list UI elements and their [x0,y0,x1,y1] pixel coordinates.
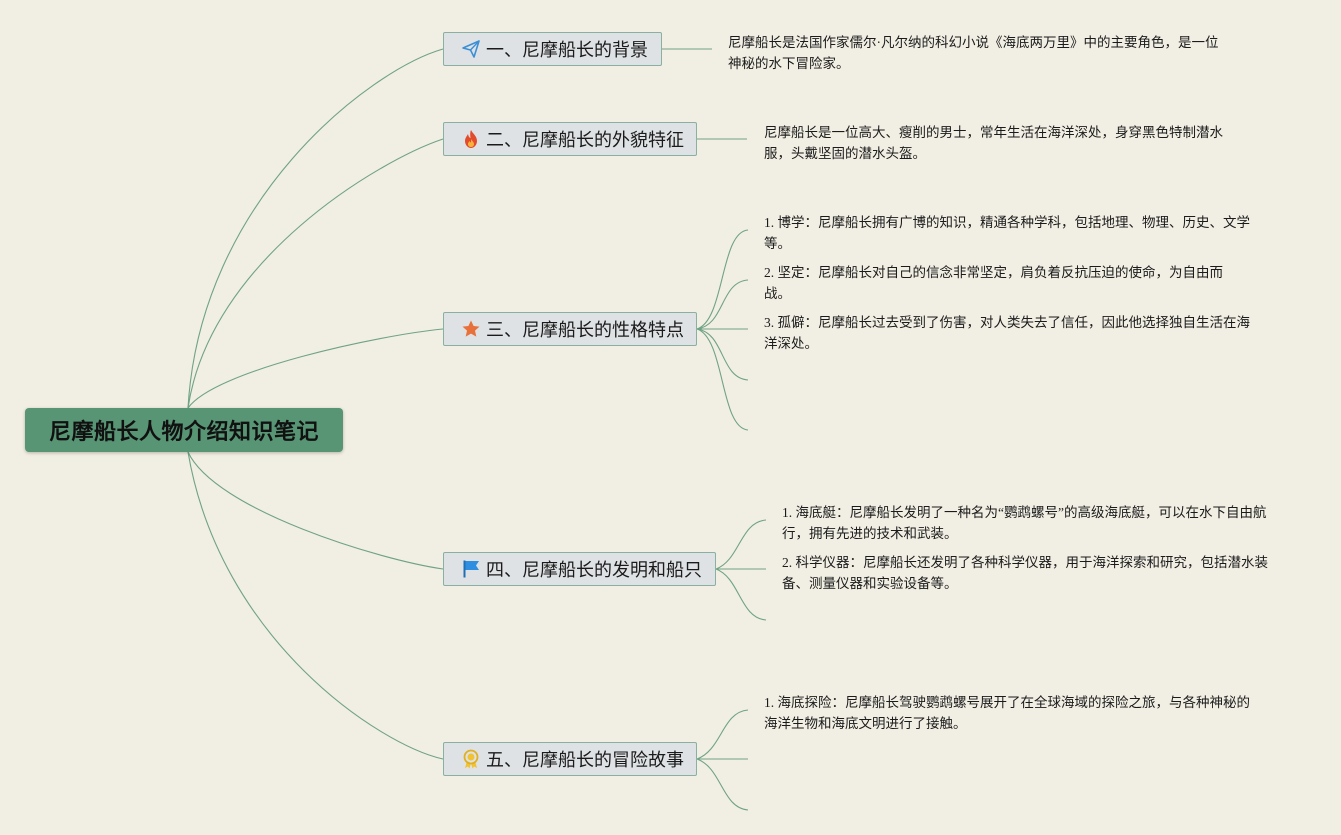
branch-5-leaf-1: 1. 海底探险：尼摩船长驾驶鹦鹉螺号展开了在全球海域的探险之旅，与各种神秘的海洋… [764,695,1250,731]
branch-3-personality[interactable]: 三、尼摩船长的性格特点 [443,312,697,346]
fire-icon [460,128,482,150]
star-icon [460,318,482,340]
connector-branch-5-leaf-1 [696,709,749,760]
connector-root-branch-1 [187,48,444,409]
flag-icon [460,558,482,580]
medal-icon [460,748,482,770]
connector-root-branch-3 [187,328,444,409]
branch-1-background[interactable]: 一、尼摩船长的背景 [443,32,662,66]
connector-branch-3-leaf-5 [696,328,749,431]
connector-branch-3-leaf-1 [696,229,749,330]
branch-2-appearance[interactable]: 二、尼摩船长的外貌特征 [443,122,697,156]
branch-3-leaf-2: 2. 坚定：尼摩船长对自己的信念非常坚定，肩负着反抗压迫的使命，为自由而战。 [764,265,1223,301]
branch-3-leaf-1: 1. 博学：尼摩船长拥有广博的知识，精通各种学科，包括地理、物理、历史、文学等。 [764,215,1250,251]
branch-4-inventions[interactable]: 四、尼摩船长的发明和船只 [443,552,716,586]
connector-root-branch-2 [187,138,444,409]
branch-4-leaf-1: 1. 海底艇：尼摩船长发明了一种名为“鹦鹉螺号”的高级海底艇，可以在水下自由航行… [782,505,1267,541]
connector-branch-3-leaf-4 [696,328,749,381]
connector-branch-4-leaf-1 [715,519,767,570]
branch-3-label: 三、尼摩船长的性格特点 [486,320,684,341]
branch-1-leaf-1: 尼摩船长是法国作家儒尔·凡尔纳的科幻小说《海底两万里》中的主要角色，是一位神秘的… [728,35,1219,71]
branch-1-label: 一、尼摩船长的背景 [486,40,648,61]
connector-root-branch-4 [187,451,444,570]
branch-4-leaf-2: 2. 科学仪器：尼摩船长还发明了各种科学仪器，用于海洋探索和研究，包括潜水装备、… [782,555,1268,591]
branch-5-label: 五、尼摩船长的冒险故事 [486,750,684,771]
paper-plane-icon [460,38,482,60]
connector-branch-3-leaf-2 [696,279,749,330]
branch-2-leaf-1: 尼摩船长是一位高大、瘦削的男士，常年生活在海洋深处，身穿黑色特制潜水服，头戴坚固… [764,125,1223,161]
branch-4-label: 四、尼摩船长的发明和船只 [486,560,702,581]
branch-3-leaf-3: 3. 孤僻：尼摩船长过去受到了伤害，对人类失去了信任，因此他选择独自生活在海洋深… [764,315,1250,351]
connector-root-branch-5 [187,451,444,760]
connector-branch-5-leaf-3 [696,758,749,811]
root-topic[interactable]: 尼摩船长人物介绍知识笔记 [25,408,343,452]
branch-2-label: 二、尼摩船长的外貌特征 [486,130,684,151]
branch-5-adventures[interactable]: 五、尼摩船长的冒险故事 [443,742,697,776]
connector-branch-4-leaf-3 [715,568,767,621]
